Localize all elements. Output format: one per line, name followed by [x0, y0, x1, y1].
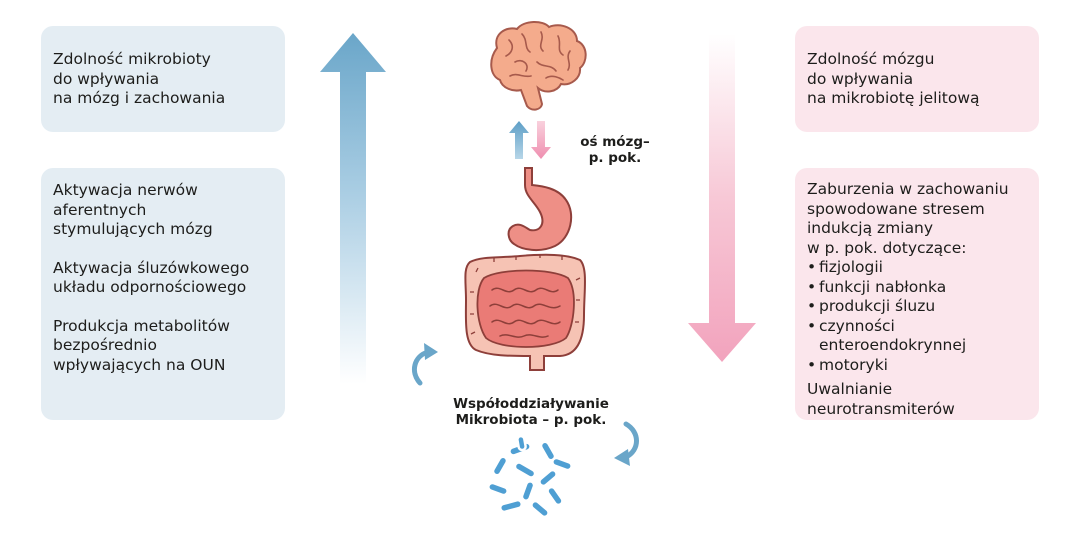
right-bottom-box: Zaburzenia w zachowaniu spowodowane stre… [795, 168, 1039, 420]
cycle-arrow-right-icon [614, 421, 639, 466]
list-item: funkcji nabłonka [807, 278, 1027, 298]
right-top-box: Zdolność mózgu do wpływania na mikrobiot… [795, 26, 1039, 132]
disorder-list: fizjologii funkcji nabłonka produkcji śl… [807, 258, 1027, 375]
upward-blue-arrow [320, 33, 386, 384]
afferent-nerves-text: Aktywacja nerwów aferentnych stymulujący… [53, 181, 213, 238]
mucosal-immune-text: Aktywacja śluzówkowego układu odporności… [53, 258, 250, 297]
stress-disorders-text: Zaburzenia w zachowaniu spowodowane stre… [807, 180, 1009, 257]
downward-pink-arrow [688, 34, 756, 362]
left-bottom-box: Aktywacja nerwów aferentnych stymulujący… [41, 168, 285, 420]
axis-down-arrow-icon [531, 121, 551, 159]
list-item: produkcji śluzu [807, 297, 1027, 317]
list-item: motoryki [807, 356, 1027, 376]
digestive-tract-icon [464, 167, 586, 371]
list-item: fizjologii [807, 258, 1027, 278]
microbiota-bacteria-icon [487, 434, 573, 519]
brain-influence-text: Zdolność mózgu do wpływania na mikrobiot… [807, 50, 980, 107]
cycle-arrow-left-icon [411, 343, 438, 386]
microbiota-gut-interaction-label: Współoddziaływanie Mikrobiota – p. pok. [453, 396, 609, 428]
left-top-box: Zdolność mikrobioty do wpływania na mózg… [41, 26, 285, 132]
brain-gut-axis-label: oś mózg– p. pok. [580, 134, 650, 166]
brain-icon [490, 21, 587, 111]
axis-up-arrow-icon [509, 121, 529, 159]
metabolites-text: Produkcja metabolitów bezpośrednio wpływ… [53, 316, 230, 374]
list-item: czynności enteroendokrynnej [807, 317, 1027, 356]
microbiota-influence-text: Zdolność mikrobioty do wpływania na mózg… [53, 50, 226, 107]
neurotransmitters-text: Uwalnianie neurotransmiterów [807, 380, 955, 418]
